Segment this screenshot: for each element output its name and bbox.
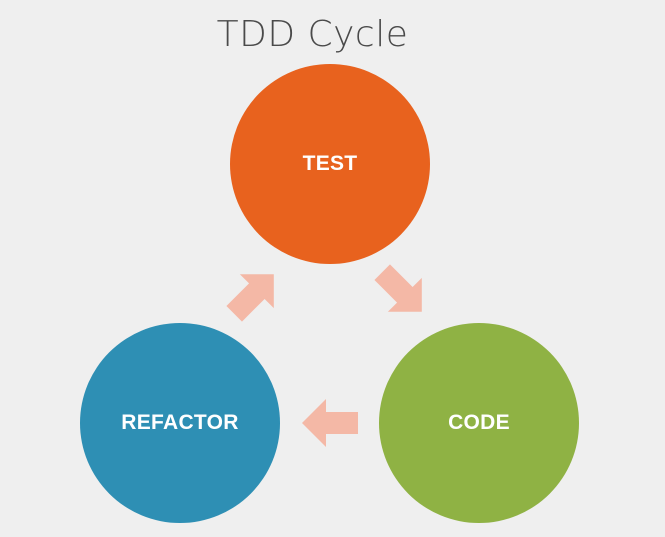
test-node: TEST [230,64,430,264]
arrow-code-to-refactor-icon [302,399,358,447]
code-node: CODE [379,323,579,523]
code-label: CODE [448,411,510,434]
refactor-label: REFACTOR [121,411,239,434]
arrow-refactor-to-test-icon [226,274,274,322]
diagram-title: TDD Cycle [216,14,409,55]
refactor-node: REFACTOR [80,323,280,523]
test-label: TEST [302,152,358,175]
arrow-test-to-code-icon [374,264,422,312]
